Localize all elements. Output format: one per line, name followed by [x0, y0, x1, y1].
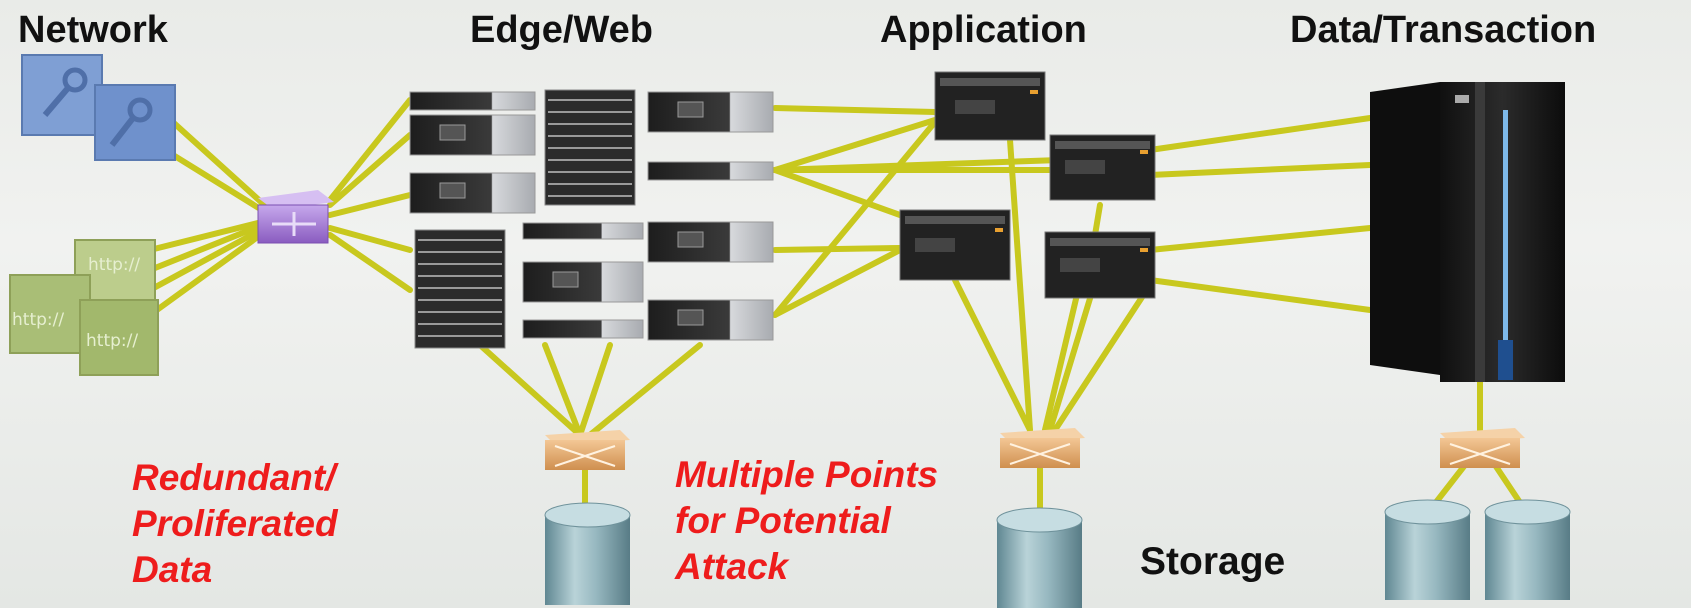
- header-data-transaction: Data/Transaction: [1290, 9, 1597, 51]
- server-icon: [409, 91, 536, 111]
- mainframe-icon: [1370, 82, 1565, 382]
- storage-label: Storage: [1140, 540, 1286, 583]
- http-icon: [79, 299, 159, 376]
- header-network: Network: [18, 9, 168, 51]
- server-icon: [522, 222, 644, 240]
- server-icon: [522, 319, 644, 339]
- http-icon: [9, 274, 91, 354]
- switch-icon: [1000, 428, 1085, 468]
- http-box-group: http:// http:// http://: [9, 239, 159, 376]
- header-application: Application: [880, 9, 1087, 51]
- note-line: Proliferated: [132, 503, 338, 544]
- disk-icon: [544, 502, 631, 605]
- server-icon: [899, 209, 1011, 281]
- router-icon: [257, 190, 334, 244]
- disk-icon: [996, 507, 1083, 608]
- header-edge-web: Edge/Web: [470, 9, 653, 51]
- server-icon: [647, 221, 774, 263]
- application-servers: [899, 71, 1156, 299]
- blade-rack-icon: [544, 89, 636, 206]
- server-icon: [409, 172, 536, 214]
- server-icon: [1049, 134, 1156, 201]
- server-icon: [409, 114, 536, 156]
- server-icon: [522, 261, 644, 303]
- http-label: http://: [86, 331, 138, 351]
- switch-icon: [545, 430, 630, 470]
- note-line: Data: [132, 549, 213, 590]
- note-line: Redundant/: [132, 457, 336, 498]
- server-icon: [647, 299, 774, 341]
- server-icon: [1044, 231, 1156, 299]
- server-icon: [647, 161, 774, 181]
- http-label: http://: [88, 255, 140, 275]
- note-line: Attack: [675, 546, 789, 587]
- key-box-group: [21, 54, 176, 161]
- note-line: Multiple Points: [675, 454, 939, 495]
- note-line: for Potential: [675, 500, 891, 541]
- disk-icon: [1484, 499, 1571, 600]
- key-icon: [94, 84, 176, 161]
- blade-rack-icon: [414, 229, 506, 349]
- note-redundant-data: Redundant/ Proliferated Data: [132, 455, 338, 593]
- http-label: http://: [12, 310, 64, 330]
- server-icon: [934, 71, 1046, 141]
- note-multiple-points: Multiple Points for Potential Attack: [675, 452, 938, 590]
- switch-icon: [1440, 428, 1525, 468]
- disk-icon: [1384, 499, 1471, 600]
- server-icon: [647, 91, 774, 133]
- edge-web-servers: [409, 91, 774, 341]
